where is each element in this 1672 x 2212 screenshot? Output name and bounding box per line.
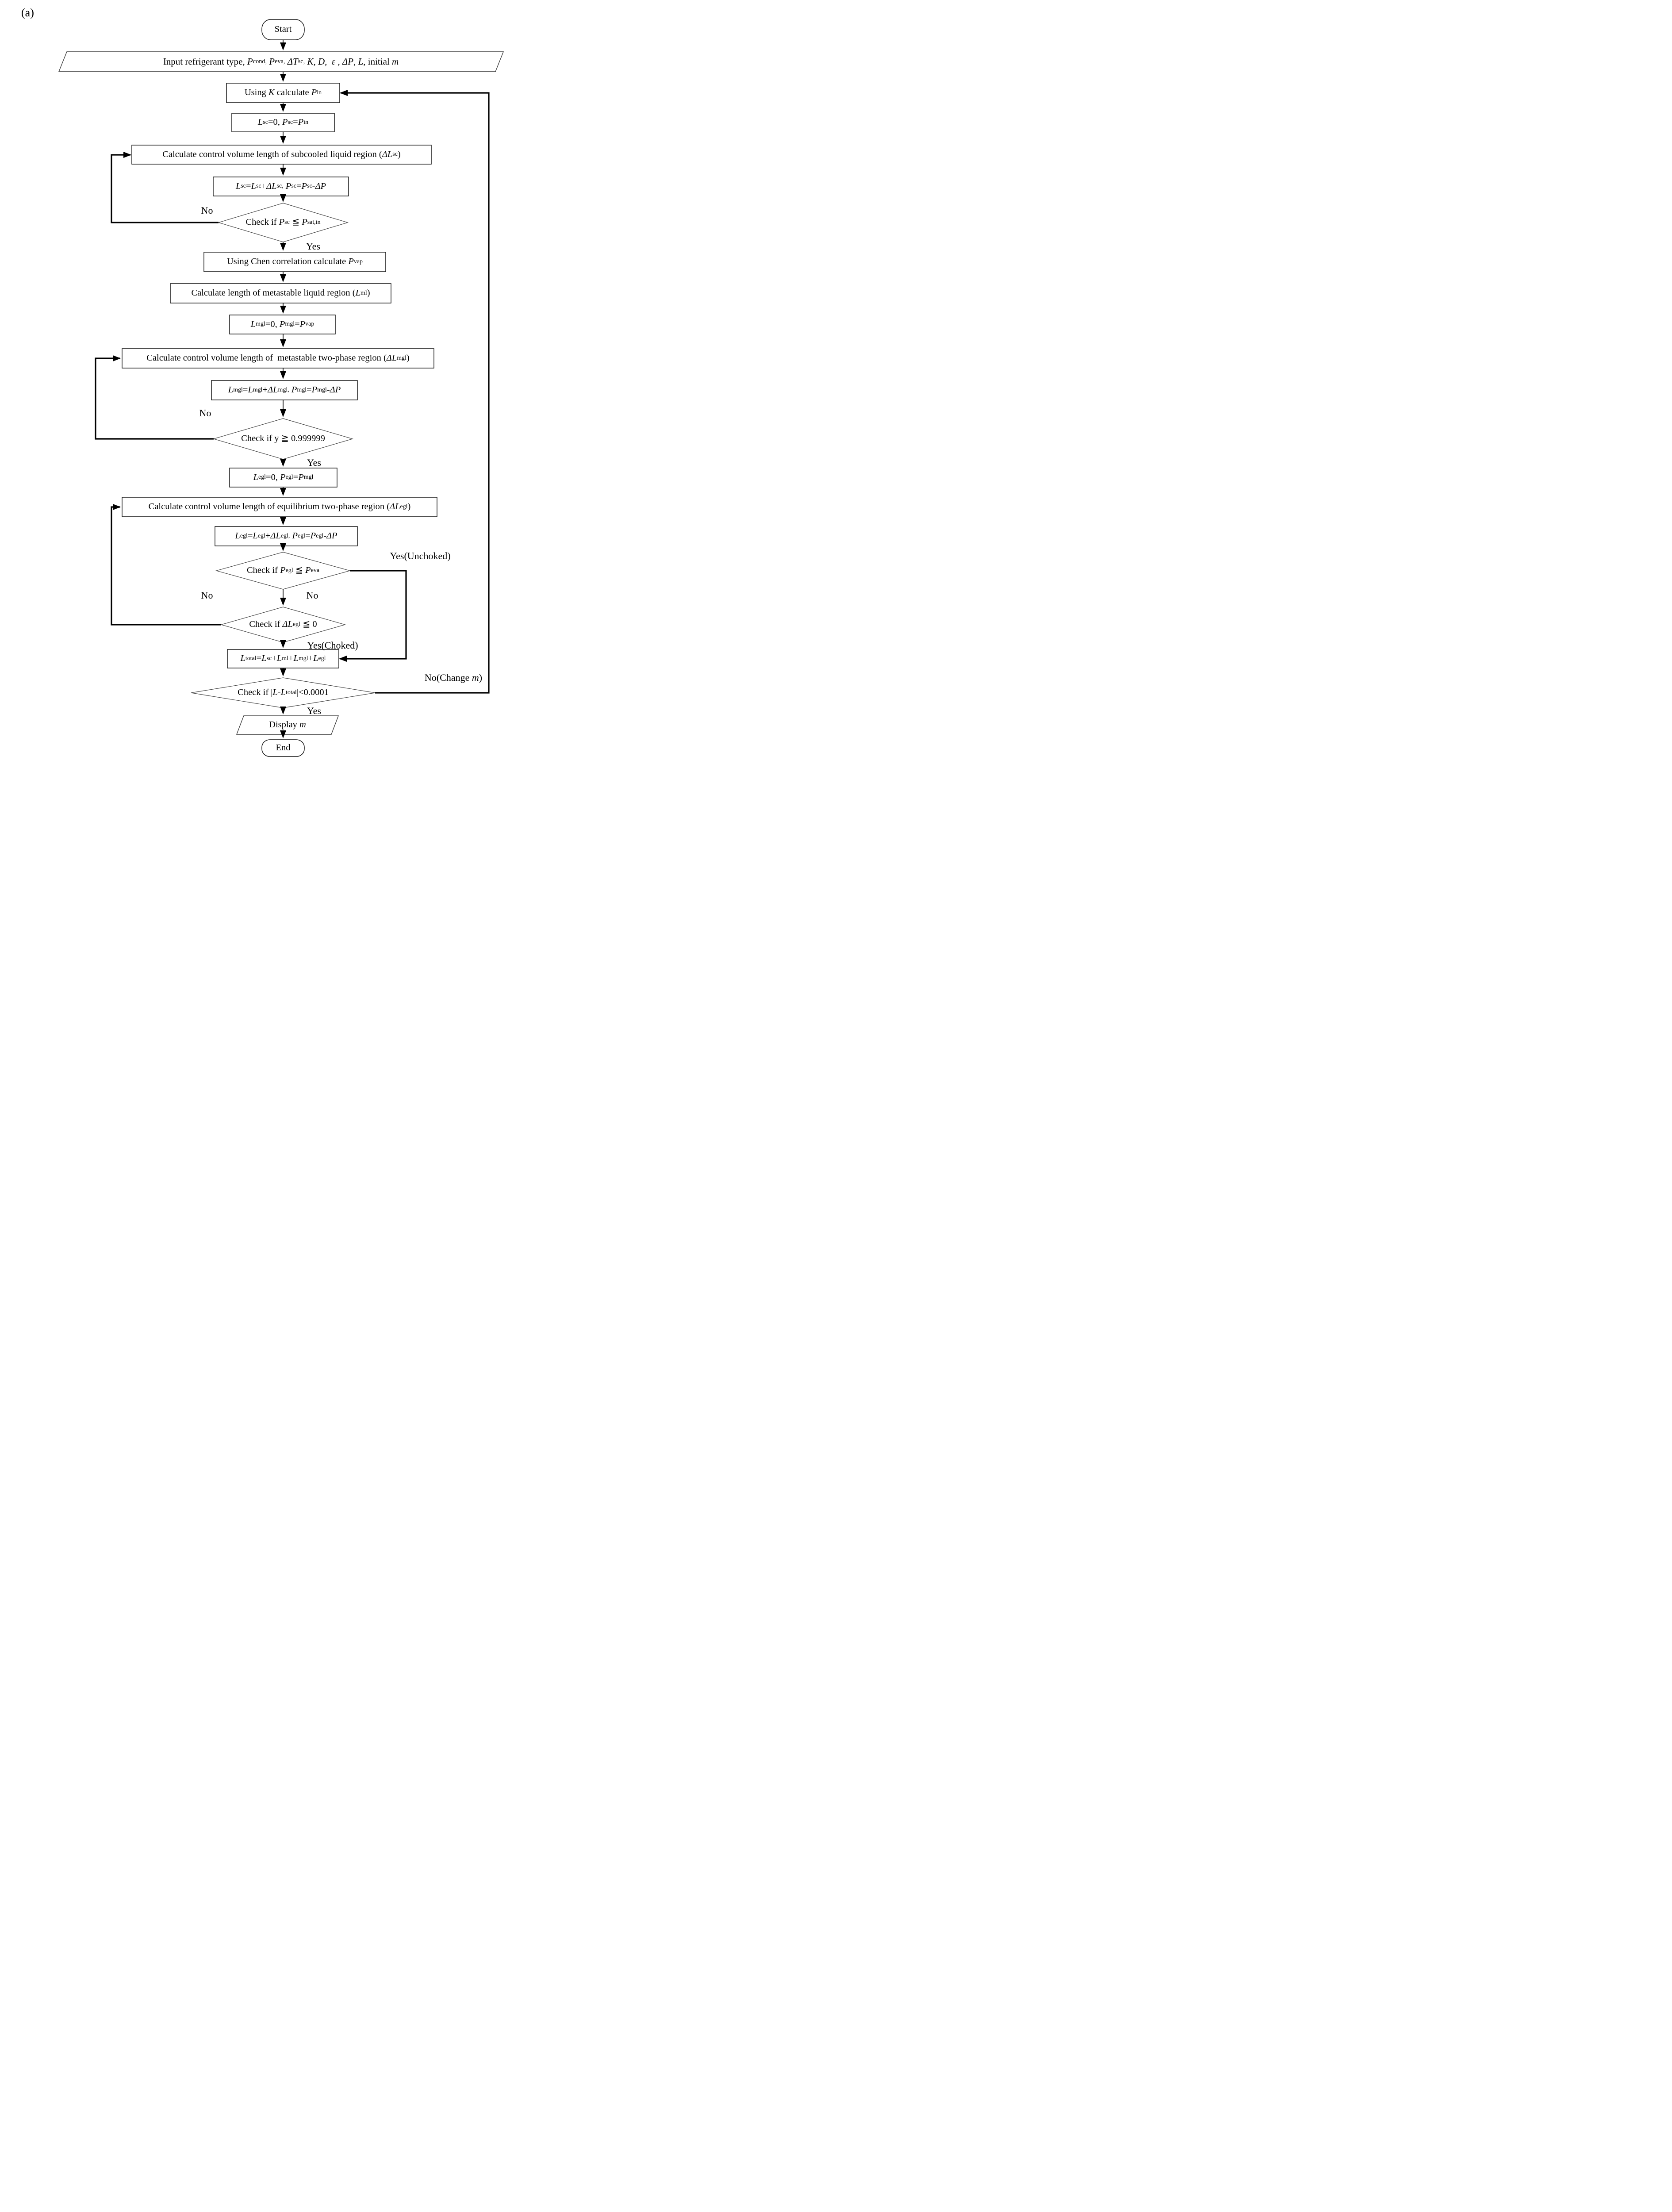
label-yes-unchoked: Yes(Unchoked) [390,550,451,561]
label-no-subcooled: No [201,205,213,216]
calc-subcooled-box: Calculate control volume length of subco… [162,149,401,159]
lmgl-update-box-outline [211,380,358,400]
calc-equilibrium-box: Calculate control volume length of equil… [148,502,411,512]
calc-metastable-liquid-box-outline [170,283,391,303]
calc-equilibrium-box-outline [122,497,437,517]
label-yes-metastable: Yes [307,457,322,468]
flowchart-graphics [58,19,504,757]
loop-no-metastable-line [95,355,214,440]
using-k-box-outline [226,83,340,103]
branch-yes-unchoked-line [339,570,407,662]
label-yes-subcooled: Yes [306,241,321,252]
calc-metastable-two-phase-box: Calculate control volume length of metas… [146,353,410,363]
legl-init-box-outline [229,468,337,488]
check-y-diamond: Check if y ≧ 0.999999 [241,434,325,444]
chen-box-outline [203,252,386,272]
label-yes-choked: Yes(Choked) [307,640,358,651]
label-yes-converged: Yes [307,705,322,716]
loop-no-dlegl-line [111,504,221,626]
end-terminator: End [276,743,291,753]
display-parallelogram: Display m [269,720,306,730]
end-terminator-outline [261,739,305,757]
feedback-no-change-m-line [340,90,490,694]
input-parallelogram-outline [58,51,504,72]
display-parallelogram-outline [236,715,339,735]
label-no-pegl: No [306,590,318,601]
calc-subcooled-box-outline [131,145,432,165]
calc-metastable-two-phase-box-outline [122,348,434,369]
label-no-dlegl: No [201,590,213,601]
figure-label: (a) [21,6,34,19]
calc-metastable-liquid-box: Calculate length of metastable liquid re… [191,288,370,298]
lmgl-init-box-outline [229,315,336,334]
label-no-metastable: No [199,407,211,419]
start-terminator: Start [274,24,292,35]
label-no-change-m: No(Change m) [424,672,483,683]
loop-no-subcooled-line [111,152,219,223]
legl-update-box-outline [215,526,358,546]
lsc-init-box-outline [231,113,335,132]
